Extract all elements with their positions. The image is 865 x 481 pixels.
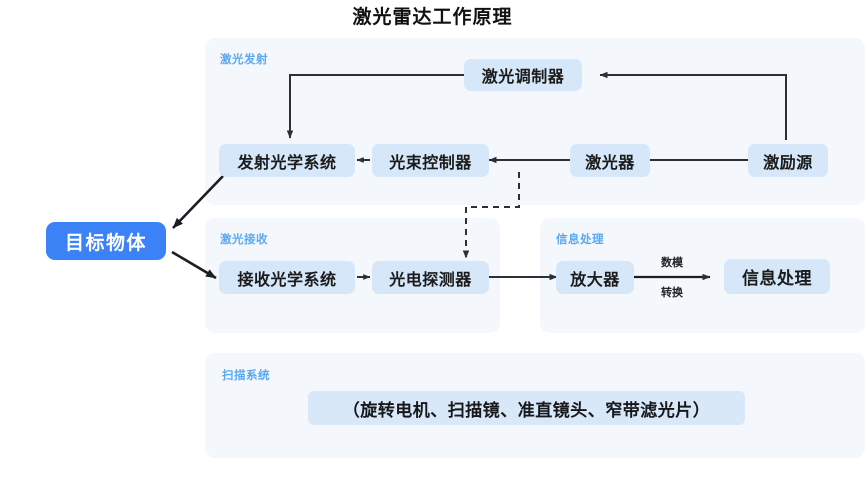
node-beam-controller[interactable]: 光束控制器 [372,144,489,177]
node-target-object-label: 目标物体 [64,232,147,254]
node-excitation-source-label: 激励源 [763,154,813,172]
edge-label-ad-conversion-top: 数模 [661,257,683,269]
node-photodetector[interactable]: 光电探测器 [372,261,489,294]
node-receive-optics[interactable]: 接收光学系统 [219,261,355,294]
section-label-receive: 激光接收 [220,234,268,246]
scanning-system-content: （旋转电机、扫描镜、准直镜头、窄带滤光片） [308,391,745,425]
section-label-emission: 激光发射 [220,54,268,66]
edge-label-ad-conversion-bottom: 转换 [661,287,683,299]
node-laser-source[interactable]: 激光器 [570,144,650,177]
node-laser-modulator[interactable]: 激光调制器 [464,59,582,91]
section-label-scanning: 扫描系统 [222,370,270,382]
node-photodetector-label: 光电探测器 [389,271,472,289]
node-emission-optics-label: 发射光学系统 [237,154,337,172]
scanning-system-content-label: （旋转电机、扫描镜、准直镜头、窄带滤光片） [342,400,711,420]
node-emission-optics[interactable]: 发射光学系统 [219,144,355,177]
node-info-processing[interactable]: 信息处理 [724,259,830,294]
node-beam-controller-label: 光束控制器 [389,154,472,172]
node-target-object[interactable]: 目标物体 [46,222,166,260]
node-receive-optics-label: 接收光学系统 [237,271,337,289]
node-amplifier-label: 放大器 [570,271,620,289]
page-title: 激光雷达工作原理 [352,7,513,28]
section-label-processing: 信息处理 [556,234,604,246]
node-amplifier[interactable]: 放大器 [556,261,634,294]
node-laser-source-label: 激光器 [585,154,635,172]
node-laser-modulator-label: 激光调制器 [481,69,565,86]
node-info-processing-label: 信息处理 [742,269,812,288]
node-excitation-source[interactable]: 激励源 [748,144,828,177]
